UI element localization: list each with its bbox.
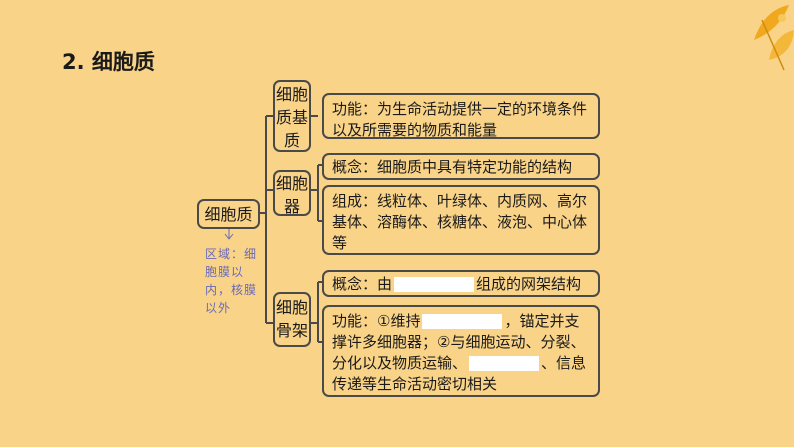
branch-cytosol: 细胞质基质 (273, 80, 311, 152)
root-node: 细胞质 (197, 199, 260, 229)
skeleton-function-part2: ，锚定并支撑许多细胞器；②与细胞运动、分裂、分化以及物质运输、 (332, 312, 586, 372)
branch-organelle: 细胞器 (273, 170, 311, 216)
organelle-composition-box: 组成：线粒体、叶绿体、内质网、高尔基体、溶酶体、核糖体、液泡、中心体等 (322, 185, 600, 255)
skeleton-function-box: 功能：①维持，锚定并支撑许多细胞器；②与细胞运动、分裂、分化以及物质运输、、信息… (322, 305, 600, 397)
skeleton-function-part3: 、信息传递等生命活动密切相关 (332, 354, 587, 393)
branch-cytoskeleton: 细胞骨架 (273, 292, 311, 347)
skeleton-function-part1: 功能：①维持 (332, 312, 421, 330)
fill-blank[interactable] (422, 314, 503, 329)
fill-blank[interactable] (469, 356, 540, 371)
fill-blank[interactable] (394, 277, 475, 292)
handwritten-note: 区域：细胞膜以内，核膜以外 (205, 247, 258, 315)
skeleton-concept-box: 概念：由 组成的网架结构 (322, 270, 600, 297)
organelle-concept-box: 概念：细胞质中具有特定功能的结构 (322, 153, 600, 180)
cytosol-function-box: 功能：为生命活动提供一定的环境条件以及所需要的物质和能量 (322, 93, 600, 139)
page-title: 2. 细胞质 (62, 50, 155, 74)
skeleton-concept-prefix: 概念：由 (332, 275, 393, 293)
skeleton-concept-suffix: 组成的网架结构 (476, 275, 582, 293)
leaf-decoration-icon (754, 5, 794, 71)
